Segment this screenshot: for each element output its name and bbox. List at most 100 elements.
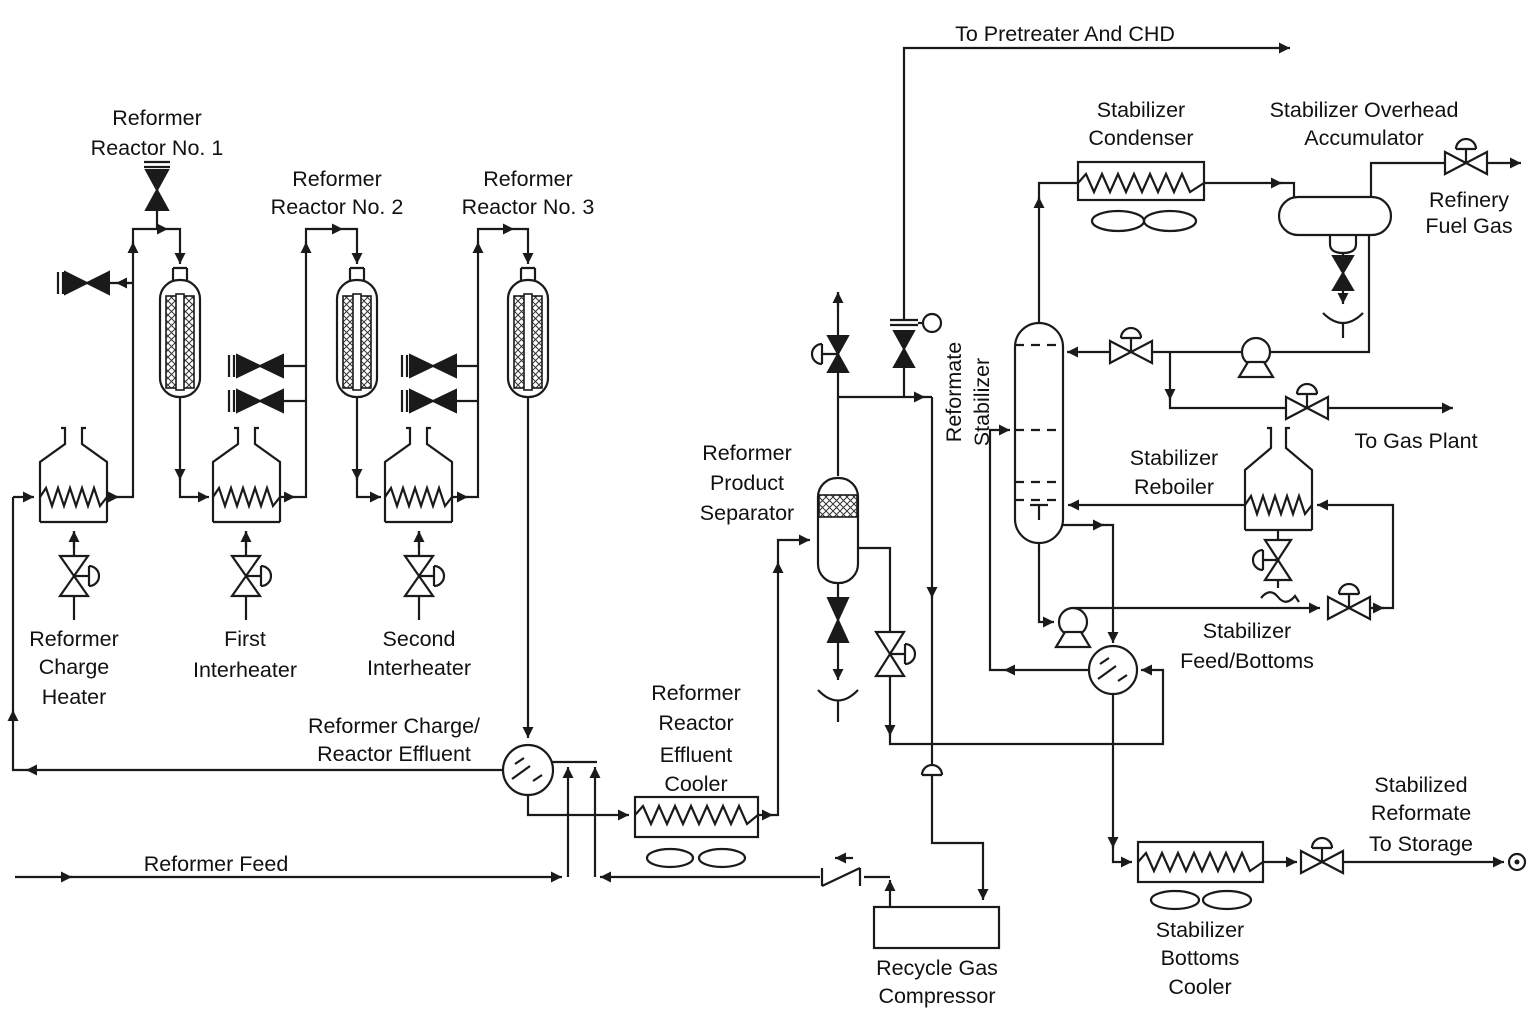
heater-label: Heater	[42, 685, 107, 709]
reactor2-feed-line	[343, 227, 363, 264]
offsite-terminator-dot	[1514, 859, 1520, 865]
gas-plant-line	[1168, 352, 1453, 408]
pump-suction-line	[1271, 235, 1371, 354]
heater-label: Reformer	[29, 627, 119, 651]
fan-icon	[1142, 209, 1198, 233]
control-valve-icon	[229, 554, 273, 598]
column-label: Stabilizer	[970, 358, 994, 446]
block-valve-icon	[144, 160, 170, 211]
stabilizer-bottoms-cooler: Stabilizer Bottoms Cooler Stabilized Ref…	[1136, 773, 1527, 999]
compressor-icon	[872, 905, 1001, 950]
restriction-dome-icon	[920, 763, 944, 777]
condenser-outlet-line	[1204, 181, 1296, 197]
drain-funnel-icon	[1322, 312, 1364, 338]
reactor-neck	[171, 266, 189, 280]
separator-label: Reformer	[702, 441, 792, 465]
hot-outlet-line	[526, 795, 629, 821]
cooler-coil	[634, 803, 759, 827]
first-interheater: First Interheater	[193, 223, 363, 682]
column-overhead-line	[1037, 181, 1078, 323]
reactor1-label: Reactor No. 1	[91, 136, 224, 160]
separator-label: Separator	[700, 501, 794, 525]
hot-inlet-line	[1063, 523, 1119, 643]
reactor2-outlet-line	[355, 397, 381, 503]
control-valve-icon	[1284, 382, 1330, 421]
cooler-outlet-line	[758, 534, 810, 817]
block-valve-icon	[826, 597, 850, 643]
stabilizer-feed-line	[988, 424, 1089, 676]
exchanger-tube-marks	[1097, 657, 1128, 682]
column-trays	[1015, 343, 1063, 502]
reformer-reactor-3: Reformer Reactor No. 3	[462, 167, 594, 399]
vent-valve-icon	[810, 335, 850, 373]
cooler-label: Effluent	[660, 743, 733, 767]
compressor-suction-line	[930, 397, 983, 900]
pump-base	[1054, 630, 1092, 649]
center-pipe	[352, 293, 362, 391]
feed-bottoms-exchanger: Stabilizer Feed/Bottoms	[1063, 519, 1314, 868]
center-pipe	[523, 293, 533, 391]
center-pipe	[175, 293, 185, 391]
heater-label: Charge	[39, 655, 110, 679]
furnace-icon	[383, 426, 454, 524]
ih2-label: Second	[383, 627, 456, 651]
reactor1-feed-line	[168, 227, 186, 264]
handwheel-icon	[921, 312, 943, 334]
net-gas-line	[902, 48, 1290, 397]
bottoms-cooler-label: Cooler	[1168, 975, 1231, 999]
reactor2-label: Reactor No. 2	[271, 195, 404, 219]
ih2-label: Interheater	[367, 656, 471, 680]
gas-plant-label: To Gas Plant	[1354, 429, 1477, 453]
furnace-coil	[384, 484, 453, 510]
fan-icon	[645, 847, 695, 869]
column-label: Reformate	[942, 342, 966, 442]
reactor3-label: Reformer	[483, 167, 573, 191]
accumulator-label: Accumulator	[1304, 126, 1424, 150]
bottoms-cooler-label: Bottoms	[1161, 946, 1240, 970]
reboiler-label: Reboiler	[1134, 475, 1214, 499]
reformer-reactor-1: Reformer Reactor No. 1	[56, 106, 224, 503]
furnace-coil	[39, 484, 108, 510]
reboiler-inlet-line	[1317, 499, 1395, 610]
stabilizer-overhead-system: Stabilizer Condenser Stabilizer Overhead…	[1033, 98, 1521, 453]
air-cooler-icon	[1136, 840, 1265, 884]
column-bottoms-line	[1037, 543, 1054, 628]
exchanger-icon	[1087, 644, 1139, 696]
block-valve-icon	[227, 353, 284, 379]
ih2-outlet-line	[452, 223, 514, 499]
control-valve-icon	[57, 554, 101, 598]
recycle-gas-compressor: Recycle Gas Compressor	[595, 767, 1001, 1008]
condenser-coil	[1077, 171, 1205, 195]
cooler-label: Cooler	[664, 772, 727, 796]
block-valve-icon	[227, 388, 284, 414]
block-valve-icon	[400, 353, 457, 379]
cooler-label: Reformer	[651, 681, 741, 705]
furnace-coil	[1244, 492, 1313, 518]
control-valve-icon	[1443, 137, 1489, 176]
air-cooler-icon	[1076, 160, 1206, 202]
reformate-stabilizer-column: Reformate Stabilizer	[942, 321, 1065, 628]
heated-feed-line	[11, 497, 503, 772]
control-valve-icon	[402, 554, 446, 598]
hot-outlet-line	[1111, 694, 1132, 868]
heater-outlet-line	[107, 223, 168, 499]
cooler-label: Reactor	[658, 711, 733, 735]
reformer-product-separator: Reformer Product Separator To Pretreater…	[700, 22, 1290, 900]
block-valve-icon	[400, 388, 457, 414]
furnace-coil	[212, 484, 281, 510]
reactor-effluent-cooler: Reformer Reactor Effluent Cooler	[633, 534, 810, 869]
ih1-label: First	[224, 627, 266, 651]
furnace-icon	[1243, 426, 1314, 532]
exchanger-icon	[501, 743, 555, 797]
reboiler-label: Stabilizer	[1130, 446, 1218, 470]
storage-label: Reformate	[1371, 801, 1471, 825]
block-valve-icon	[56, 270, 110, 296]
furnace-icon	[211, 426, 282, 524]
compressor-label: Recycle Gas	[876, 956, 998, 980]
control-valve-icon	[1326, 582, 1372, 621]
fan-icon	[697, 847, 747, 869]
fuel-gas-label: Fuel Gas	[1425, 214, 1512, 238]
reactor2-label: Reformer	[292, 167, 382, 191]
